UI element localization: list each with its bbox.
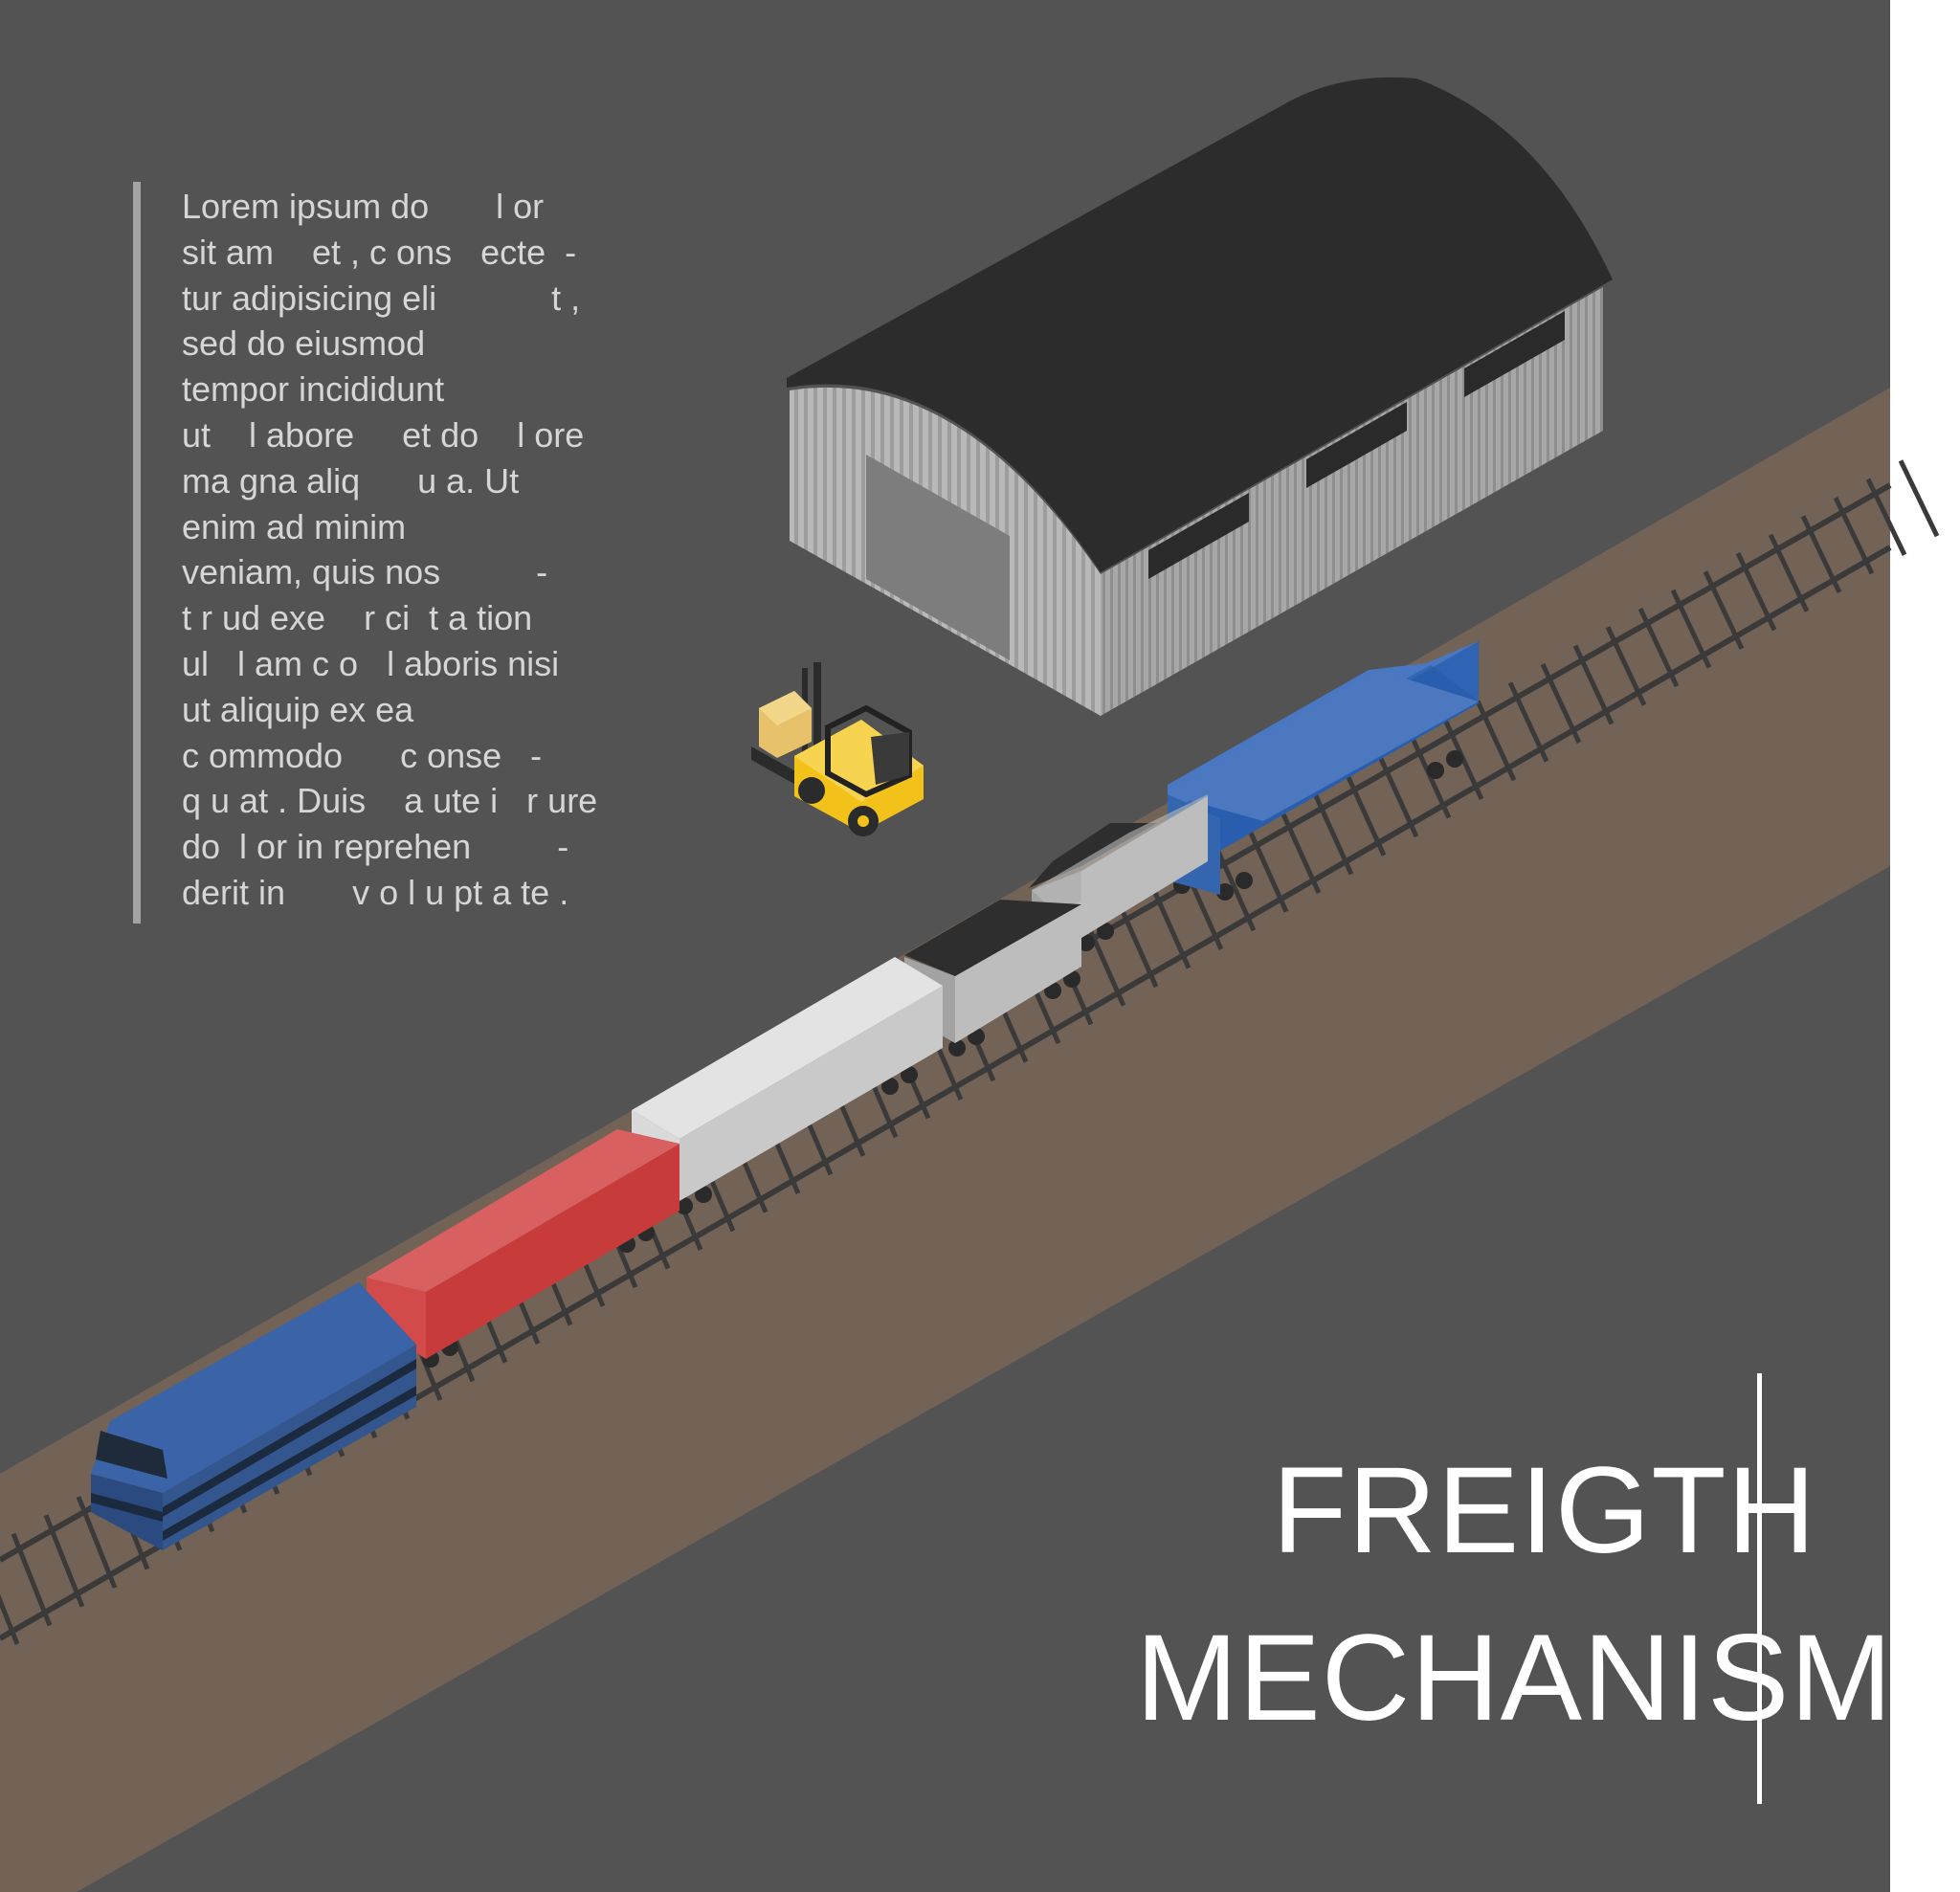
body-text-line: tempor incididunt — [182, 369, 445, 410]
track-sleeper — [1898, 459, 1940, 538]
forklift-wheel — [798, 777, 825, 804]
body-text-line: c ommodo c onse - — [182, 735, 543, 775]
red-container-car — [367, 1129, 679, 1359]
body-text: Lorem ipsum do l or sit am et , c ons ect… — [182, 184, 632, 916]
locomotive-windshield — [96, 1431, 167, 1479]
warehouse — [787, 77, 1613, 716]
body-text-line: ut aliquip ex ea — [182, 689, 414, 729]
train-wheel — [1446, 750, 1463, 768]
body-text-line: sit am et , c ons ecte - — [182, 232, 577, 272]
train-wheel — [1097, 923, 1114, 940]
coal-load — [904, 900, 1081, 976]
title-line-1: FREIGTH — [1272, 1442, 1816, 1579]
train-wheel — [1236, 872, 1253, 889]
train-wheel — [1078, 934, 1095, 951]
forklift — [751, 662, 924, 836]
warehouse-window — [1464, 311, 1565, 397]
body-text-line: derit in v o l u pt a te . — [182, 872, 569, 912]
train-wheel — [1216, 883, 1234, 901]
warehouse-door — [866, 455, 1010, 660]
body-text-line: do l or in reprehen - — [182, 827, 569, 867]
train-wheel — [695, 1186, 712, 1203]
body-text-line: q u at . Duis a ute i r ure — [182, 781, 598, 821]
title-line-2: MECHANISM — [1135, 1610, 1893, 1747]
warehouse-roof — [787, 77, 1613, 573]
train-wheel — [676, 1197, 693, 1214]
body-text-line: ul l am c o l aboris nisi — [182, 643, 560, 683]
warehouse-window — [1306, 402, 1407, 488]
body-text-line: ut l abore et do l ore — [182, 414, 585, 455]
title-divider — [1757, 1373, 1762, 1804]
warehouse-window — [1148, 493, 1249, 579]
warehouse-side-wall — [1101, 287, 1603, 716]
train-wheel — [948, 1039, 966, 1057]
body-text-line: enim ad minim — [182, 506, 407, 546]
freight-train — [91, 641, 1479, 1550]
body-text-line: sed do eiusmod — [182, 323, 426, 364]
body-text-line: ma gna aliq u a. Ut — [182, 460, 520, 501]
ground-strip — [0, 388, 1890, 1892]
locomotive — [91, 1282, 416, 1550]
body-text-line: veniam, quis nos - — [182, 552, 548, 592]
body-text-line: tur adipisicing eli t , — [182, 278, 581, 318]
train-wheel — [881, 1078, 899, 1095]
train-wheel — [901, 1066, 918, 1083]
body-text-line: Lorem ipsum do l or — [182, 187, 545, 226]
train-wheel — [1427, 762, 1444, 779]
body-text-line: t r ud exe r ci t a tion — [182, 598, 533, 638]
quote-bar — [133, 182, 141, 924]
